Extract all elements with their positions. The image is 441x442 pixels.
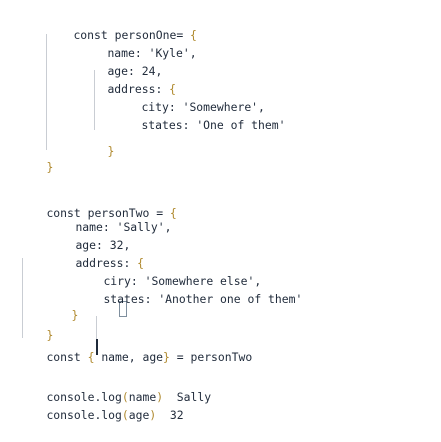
argument: age	[128, 408, 150, 422]
code-line-13[interactable]: ciry: 'Somewhere else',	[76, 254, 261, 288]
bracket-match-highlight	[119, 301, 127, 317]
operator: =	[176, 350, 184, 364]
close-brace: }	[163, 350, 170, 364]
close-brace: }	[107, 144, 115, 158]
string-value: 'Somewhere else',	[144, 274, 262, 288]
property-key: states:	[141, 118, 190, 132]
open-brace: {	[169, 82, 177, 96]
identifier: personTwo	[190, 350, 253, 364]
string-value: 'Somewhere',	[182, 100, 265, 114]
indent-guide	[46, 34, 47, 150]
method-name: .log	[94, 390, 122, 404]
destructured-names: name, age	[101, 350, 164, 364]
open-paren: (	[121, 390, 129, 404]
open-paren: (	[121, 408, 129, 422]
code-line-16[interactable]: }	[19, 308, 53, 342]
open-brace: {	[169, 206, 177, 220]
code-line-9[interactable]: const personTwo = {	[19, 186, 176, 220]
keyword-const: const	[73, 28, 108, 42]
console-object: console	[46, 390, 95, 404]
indent-guide	[94, 70, 95, 130]
close-paren: )	[149, 408, 157, 422]
property-key: city:	[141, 100, 176, 114]
code-line-15[interactable]: }	[44, 288, 78, 322]
code-line-19[interactable]: console.log(age) 32	[19, 388, 183, 422]
indent-guide	[96, 316, 97, 352]
string-value: 'Sally',	[116, 220, 172, 234]
code-line-1[interactable]: const personOne= {	[46, 8, 196, 42]
close-brace: }	[46, 328, 54, 342]
number-value: 32,	[109, 238, 131, 252]
code-line-10[interactable]: name: 'Sally',	[48, 200, 171, 234]
code-line-17[interactable]: const { name, age} = personTwo	[19, 330, 252, 364]
argument: name	[128, 390, 157, 404]
property-key: age:	[107, 64, 135, 78]
string-value: 'One of them'	[196, 118, 286, 132]
identifier: personTwo	[87, 206, 150, 220]
keyword-const: const	[46, 350, 81, 364]
method-name: .log	[94, 408, 122, 422]
code-line-2[interactable]: name: 'Kyle',	[80, 26, 196, 60]
inline-result: 32	[169, 408, 184, 422]
property-key: name:	[75, 220, 110, 234]
property-key: states:	[103, 292, 152, 306]
open-brace: {	[137, 256, 145, 270]
code-line-6[interactable]: states: 'One of them'	[114, 98, 285, 132]
code-line-7[interactable]: }	[80, 124, 114, 158]
close-paren: )	[156, 390, 164, 404]
inline-result: Sally	[176, 390, 212, 404]
number-value: 24,	[141, 64, 163, 78]
property-key: address:	[75, 256, 131, 270]
open-brace: {	[87, 350, 95, 364]
code-line-11[interactable]: age: 32,	[48, 218, 130, 252]
console-object: console	[46, 408, 95, 422]
code-line-18[interactable]: console.log(name) Sally	[19, 370, 211, 404]
code-line-12[interactable]: address: {	[48, 236, 144, 270]
code-line-4[interactable]: address: {	[80, 62, 176, 96]
property-key: ciry:	[103, 274, 138, 288]
open-brace: {	[190, 28, 197, 42]
text-caret	[96, 339, 98, 355]
code-line-5[interactable]: city: 'Somewhere',	[114, 80, 264, 114]
code-line-14[interactable]: states: 'Another one of them'	[76, 272, 302, 306]
close-brace: }	[71, 308, 79, 322]
indent-guide	[22, 258, 23, 338]
code-line-8[interactable]: }	[19, 140, 53, 174]
code-line-3[interactable]: age: 24,	[80, 44, 162, 78]
operator: =	[156, 206, 164, 220]
property-key: address:	[107, 82, 163, 96]
string-value: 'Another one of them'	[158, 292, 303, 306]
identifier: personOne	[114, 28, 177, 42]
property-key: name:	[107, 46, 142, 60]
keyword-const: const	[46, 206, 81, 220]
property-key: age:	[75, 238, 103, 252]
string-value: 'Kyle',	[148, 46, 197, 60]
close-brace: }	[46, 160, 54, 174]
operator: =	[176, 28, 184, 42]
